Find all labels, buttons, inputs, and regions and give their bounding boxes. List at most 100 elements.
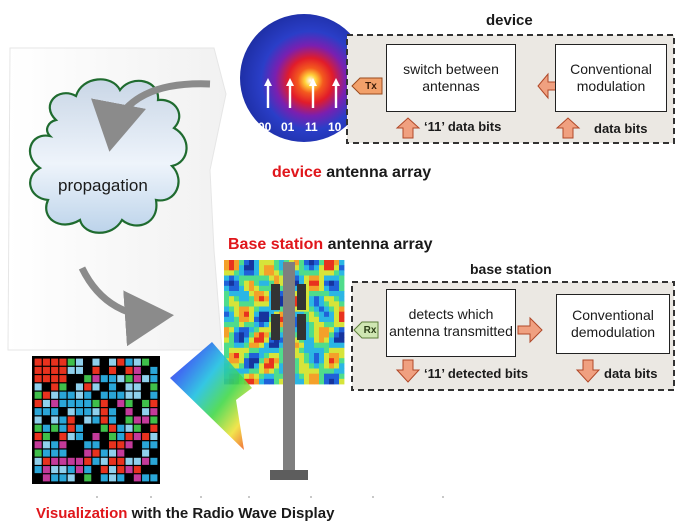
display-cell [84,383,92,391]
display-cell [109,424,117,432]
heatmap-cell [229,301,235,307]
display-cell [100,449,108,457]
heatmap-cell [279,306,285,313]
heatmap-cell [324,322,330,328]
display-cell [84,399,92,407]
display-cell [100,408,108,416]
heatmap-cell [334,296,340,302]
heatmap-cell [234,270,240,276]
heatmap-cell [239,347,245,354]
heatmap-cell [229,311,235,318]
antenna-label-01: 01 [281,120,295,134]
heatmap-cell [324,368,330,375]
display-cell [59,474,67,482]
display-cell [133,375,141,383]
display-cell [117,391,125,399]
display-cell [34,441,42,449]
heatmap-cell [279,265,285,271]
heatmap-cell [319,275,325,282]
display-cell [100,391,108,399]
heatmap-cell [269,280,275,287]
heatmap-cell [224,296,230,302]
heatmap-cell [319,306,325,313]
heatmap-cell [249,378,255,385]
display-cell [34,424,42,432]
heatmap-cell [269,378,275,385]
display-cell [51,358,59,366]
heatmap-cell [229,280,235,287]
heatmap-cell [309,316,315,323]
heatmap-cell [264,332,270,338]
heatmap-cell [229,327,235,333]
heatmap-cell [329,270,335,276]
display-cell [67,391,75,399]
heatmap-cell [309,301,315,307]
display-cell [125,391,133,399]
display-cell [42,474,50,482]
display-cell [34,466,42,474]
heatmap-cell [319,301,325,307]
heatmap-cell [329,353,335,359]
heatmap-cell [334,285,340,292]
heatmap-cell [274,368,280,375]
heatmap-cell [249,373,255,380]
heatmap-cell [279,311,285,318]
display-cell [75,424,83,432]
heatmap-cell [324,363,330,369]
heatmap-cell [319,260,325,266]
heatmap-cell [254,332,260,338]
display-cell [125,457,133,465]
heatmap-cell [254,337,260,344]
heatmap-cell [264,285,270,292]
heatmap-cell [274,265,280,271]
heatmap-cell [294,368,300,375]
heatmap-cell [309,265,315,271]
heatmap-cell [319,270,325,276]
display-cell [133,391,141,399]
display-cell [84,391,92,399]
heatmap-cell [334,332,340,338]
heatmap-cell [304,280,310,287]
display-cell [142,433,150,441]
heatmap-cell [304,347,310,354]
display-cell [34,391,42,399]
heatmap-cell [309,363,315,369]
heatmap-cell [234,280,240,287]
heatmap-cell [229,347,235,354]
heatmap-cell [254,316,260,323]
display-cell [59,375,67,383]
heatmap-cell [244,291,250,297]
heatmap-cell [274,373,280,380]
display-cell [117,457,125,465]
heatmap-cell [304,342,310,349]
propagation-cloud [29,78,188,234]
display-cell [117,474,125,482]
heatmap-cell [304,332,310,338]
heatmap-cell [334,301,340,307]
heatmap-cell [269,337,275,344]
heatmap-cell [329,296,335,302]
heatmap-cell [274,260,280,266]
heatmap-cell [259,342,265,349]
heatmap-cell [309,337,315,344]
display-cell [84,408,92,416]
heatmap-cell [299,280,305,287]
heatmap-cell [329,275,335,282]
heatmap-cell [259,265,265,271]
heatmap-cell [319,316,325,323]
heatmap-cell [264,296,270,302]
heatmap-cell [294,327,300,333]
heatmap-cell [239,368,245,375]
heatmap-cell [324,306,330,313]
heatmap-cell [264,316,270,323]
heatmap-cell [294,311,300,318]
heatmap-cell [339,291,345,297]
heatmap-cell [239,291,245,297]
heatmap-cell [279,322,285,328]
heatmap-cell [324,373,330,380]
display-cell [150,457,158,465]
display-cell [42,375,50,383]
heatmap-cell [234,342,240,349]
heatmap-cell [314,301,320,307]
heatmap-cell [314,368,320,375]
